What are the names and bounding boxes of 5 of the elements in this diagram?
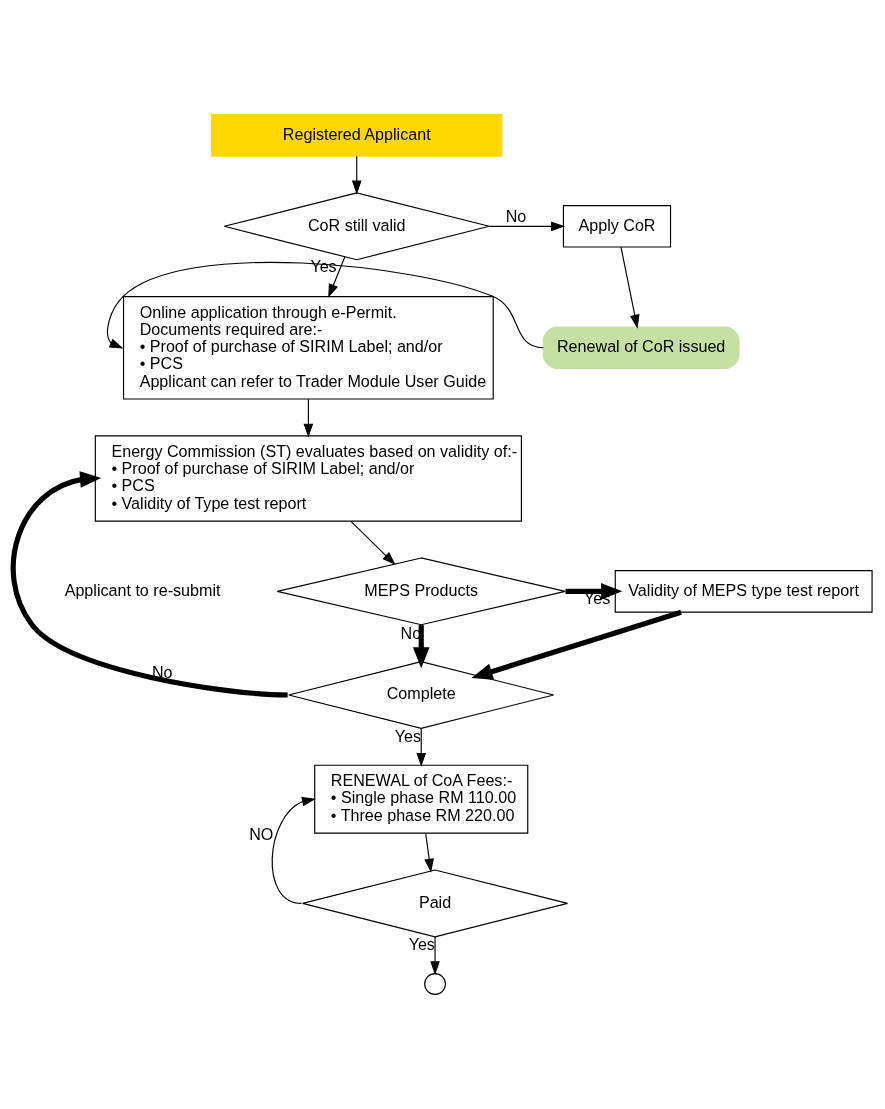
label: Applicant to re-submit [64,580,221,599]
edge-label: Yes [394,727,422,746]
edge-label: Yes [408,935,435,954]
edge-label: No [505,206,527,225]
edge-label: NO [249,825,274,844]
